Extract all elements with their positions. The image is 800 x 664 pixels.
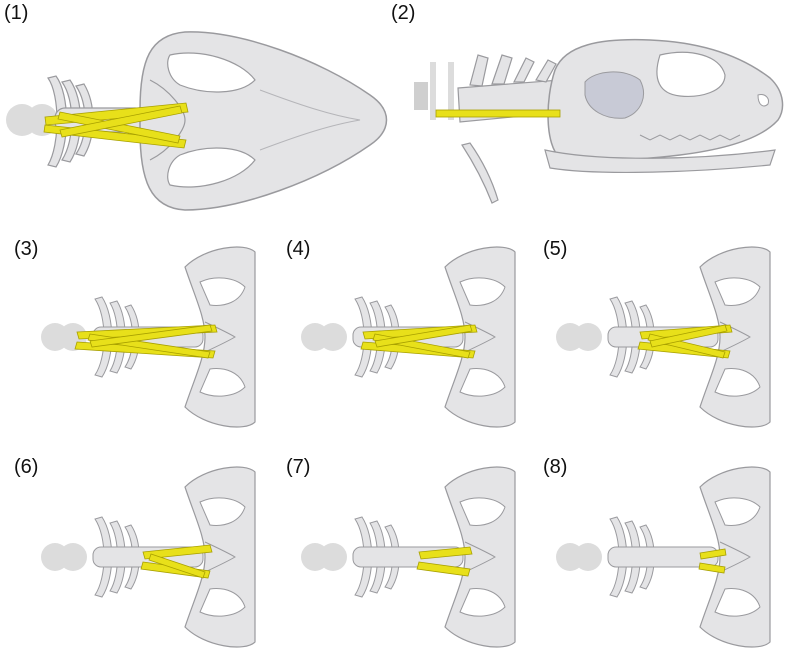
lower-jaw bbox=[544, 149, 776, 174]
neck-muscles bbox=[360, 324, 478, 359]
joint-block bbox=[448, 62, 454, 120]
panel-7-small bbox=[300, 466, 516, 648]
neck-muscles bbox=[416, 546, 473, 577]
panel-label-3: (3) bbox=[14, 238, 39, 260]
neck-muscle-lateral bbox=[435, 109, 561, 118]
neck-muscles bbox=[74, 324, 218, 359]
panel-label-6: (6) bbox=[14, 456, 39, 478]
braincase bbox=[584, 71, 644, 119]
orbit-lateral bbox=[656, 51, 726, 97]
panel-label-8: (8) bbox=[543, 456, 568, 478]
panel-label-7: (7) bbox=[286, 456, 311, 478]
skull-detail bbox=[259, 89, 361, 151]
orbit bbox=[167, 52, 256, 93]
neck-muscles bbox=[637, 324, 733, 359]
neck-muscles bbox=[140, 544, 213, 579]
neck-muscles bbox=[43, 102, 189, 149]
panel-label-2: (2) bbox=[391, 2, 416, 24]
panel-label-5: (5) bbox=[543, 238, 568, 260]
panel-8-small bbox=[555, 466, 771, 648]
panel-5-small bbox=[555, 246, 771, 428]
panel-4-small bbox=[300, 246, 516, 428]
panel-3-small bbox=[40, 246, 256, 428]
nostril bbox=[757, 94, 769, 107]
panel-label-4: (4) bbox=[286, 238, 311, 260]
panel-6-small bbox=[40, 466, 256, 648]
joint-block bbox=[430, 62, 436, 120]
skull-detail bbox=[149, 79, 186, 161]
panel-2-lateral-skull bbox=[414, 38, 784, 204]
neck-muscles bbox=[698, 548, 727, 574]
panel-1-dorsal-skull bbox=[6, 31, 388, 211]
teeth bbox=[639, 134, 741, 141]
joint-block bbox=[414, 82, 428, 110]
panel-label-1: (1) bbox=[4, 2, 29, 24]
orbit bbox=[167, 147, 256, 188]
